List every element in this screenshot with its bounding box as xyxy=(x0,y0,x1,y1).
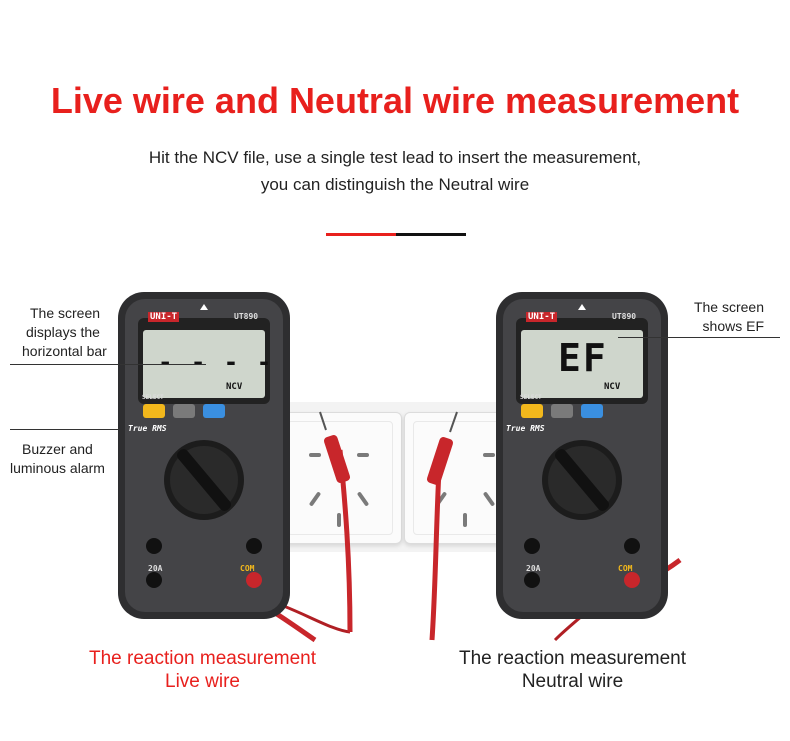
model-label: UT890 xyxy=(234,312,259,321)
lcd-mode: NCV xyxy=(226,382,243,392)
select-label: SELECT xyxy=(142,394,164,401)
annotation-alarm-left: Buzzer and luminous alarm xyxy=(10,441,105,476)
caption-neutral: The reaction measurement Neutral wire xyxy=(458,648,687,692)
annotation-screen-left: The screen displays the horizontal bar xyxy=(22,305,107,359)
annotation-line-screen-right xyxy=(618,337,780,338)
true-rms-label: True RMS xyxy=(506,424,545,433)
lcd-mode: NCV xyxy=(604,382,621,392)
select-label: SELECT xyxy=(520,394,542,401)
com-label: COM xyxy=(618,564,633,573)
meter-body-left xyxy=(118,292,290,619)
20a-label: 20A xyxy=(526,564,541,573)
brand-label: UNI-T xyxy=(148,312,180,322)
multimeter-right: UNI-T UT890 EF NCV True RMS SELECT COM 2… xyxy=(496,292,668,619)
subtitle-line-1: Hit the NCV file, use a single test lead… xyxy=(148,148,642,167)
20a-label: 20A xyxy=(148,564,163,573)
divider-black-segment xyxy=(396,233,466,236)
annotation-line-alarm-left xyxy=(10,429,120,430)
brand-label: UNI-T xyxy=(526,312,558,322)
lcd-reading: - - - - xyxy=(158,348,274,376)
title-divider xyxy=(326,233,466,236)
annotation-screen-right: The screen shows EF xyxy=(693,299,764,334)
meter-body-right xyxy=(496,292,668,619)
subtitle-line-2: you can distinguish the Neutral wire xyxy=(260,175,530,194)
caption-live: The reaction measurement Live wire xyxy=(88,648,317,692)
com-label: COM xyxy=(240,564,255,573)
lcd-reading: EF xyxy=(558,336,608,380)
model-label: UT890 xyxy=(612,312,637,321)
true-rms-label: True RMS xyxy=(128,424,167,433)
multimeter-left: UNI-T UT890 - - - - NCV True RMS SELECT … xyxy=(118,292,290,619)
divider-red-segment xyxy=(326,233,396,236)
headline: Live wire and Neutral wire measurement xyxy=(50,80,740,121)
annotation-line-screen-left xyxy=(10,364,206,365)
